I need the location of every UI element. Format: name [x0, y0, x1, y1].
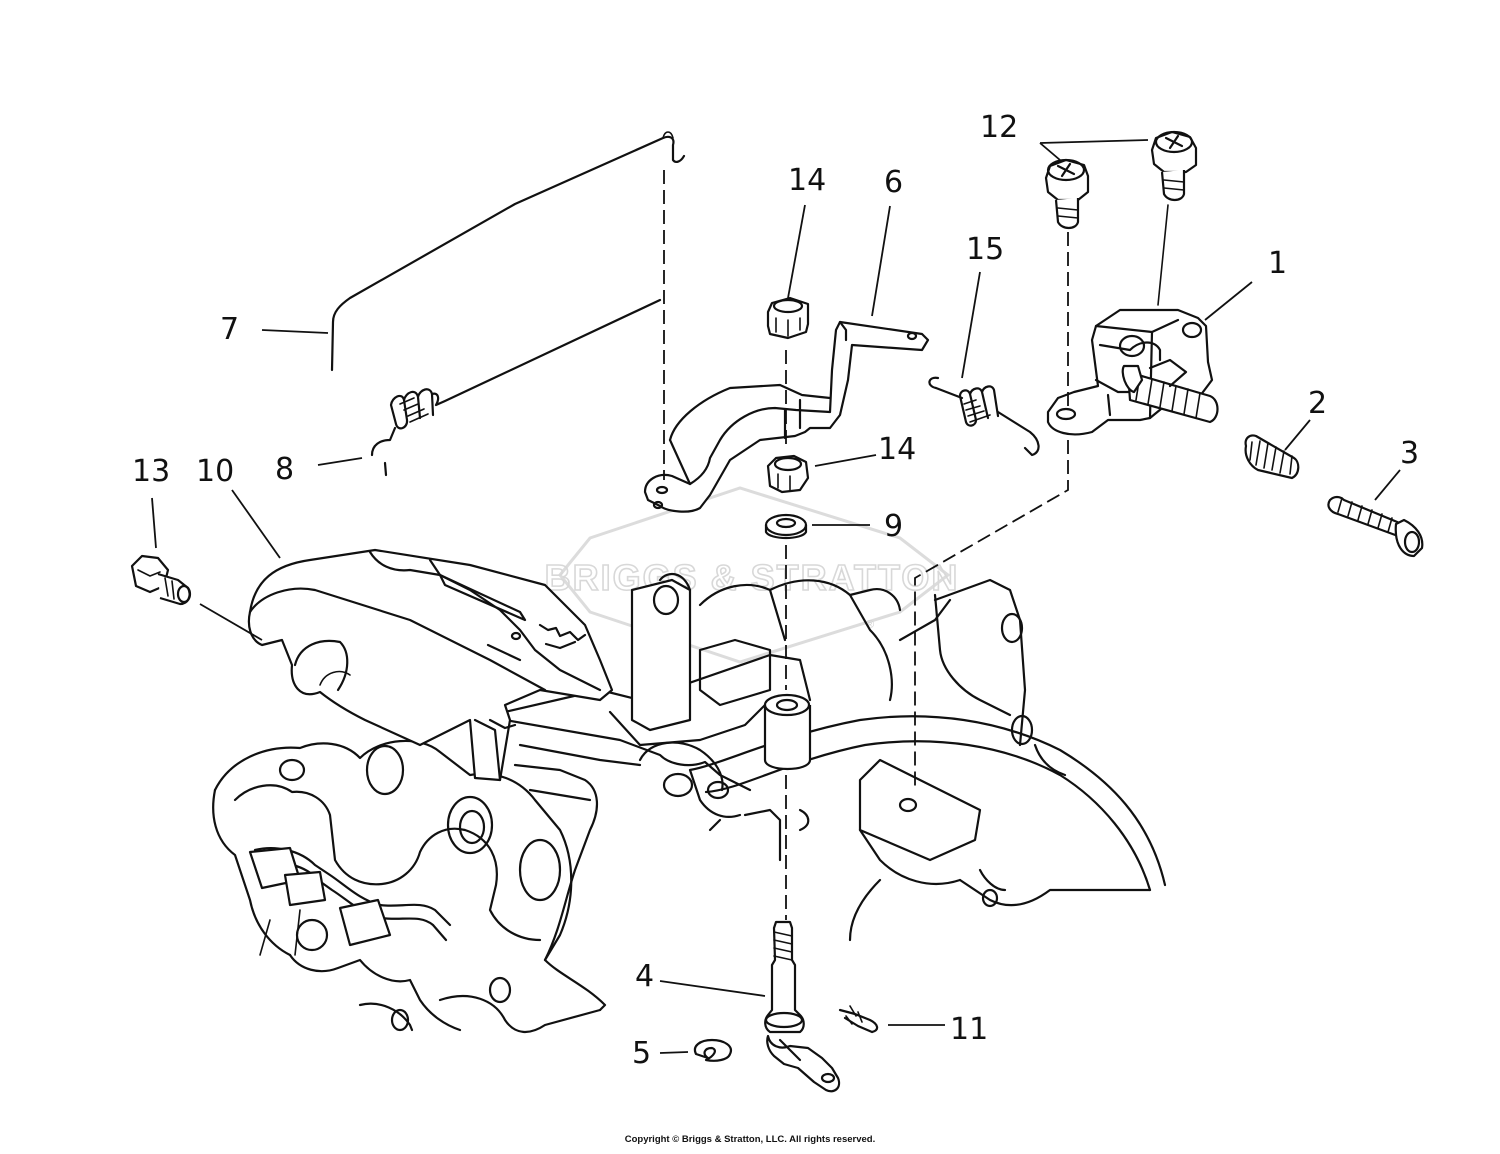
callout-14-upper: 14: [788, 163, 826, 198]
callout-7: 7: [220, 312, 239, 347]
callout-6: 6: [884, 165, 903, 200]
callout-5: 5: [632, 1036, 651, 1071]
part-5-e-clip: [693, 1038, 732, 1062]
assembly-guide-lines: [663, 170, 1169, 920]
callout-2: 2: [1308, 386, 1327, 421]
part-7-linkage-rod: [330, 131, 686, 372]
engine-housing: [212, 572, 1167, 1033]
part-1-bracket-assembly: [1046, 308, 1219, 436]
watermark-registered-mark: ®: [866, 619, 874, 631]
copyright-notice: Copyright © Briggs & Stratton, LLC. All …: [624, 1134, 876, 1145]
callout-3: 3: [1400, 436, 1419, 471]
part-2-spring: [1244, 434, 1300, 480]
callout-8: 8: [275, 452, 294, 487]
part-13-bolt: [130, 554, 192, 606]
watermark-text: BRIGGS & STRATTON: [545, 557, 960, 598]
callout-12: 12: [980, 110, 1018, 145]
callout-9: 9: [884, 509, 903, 544]
callout-4: 4: [635, 959, 654, 994]
callout-labels: 1 2 3 4 5 6 7 8 9 10 11 12 13 14 14 15: [132, 110, 1419, 1071]
part-12-screw-right: [1150, 130, 1198, 202]
part-8-spring: [370, 298, 662, 477]
part-15-spring: [928, 376, 1040, 457]
part-14-upper-nut: [766, 296, 810, 340]
callout-14-lower: 14: [878, 432, 916, 467]
part-3-screw: [1327, 495, 1424, 558]
part-9-washer: [764, 513, 808, 540]
part-11-cotter-pin: [838, 1005, 879, 1034]
part-4-pivot-shaft: [764, 920, 841, 1093]
part-10-cover-plate: [247, 548, 614, 782]
part-12-screw-left: [1044, 158, 1090, 230]
callout-11: 11: [950, 1012, 988, 1047]
callout-leaders: [151, 139, 1401, 1054]
callout-10: 10: [196, 454, 234, 489]
callout-13: 13: [132, 454, 170, 489]
callout-15: 15: [966, 232, 1004, 267]
callout-1: 1: [1268, 246, 1287, 281]
part-14-lower-nut: [766, 454, 810, 494]
